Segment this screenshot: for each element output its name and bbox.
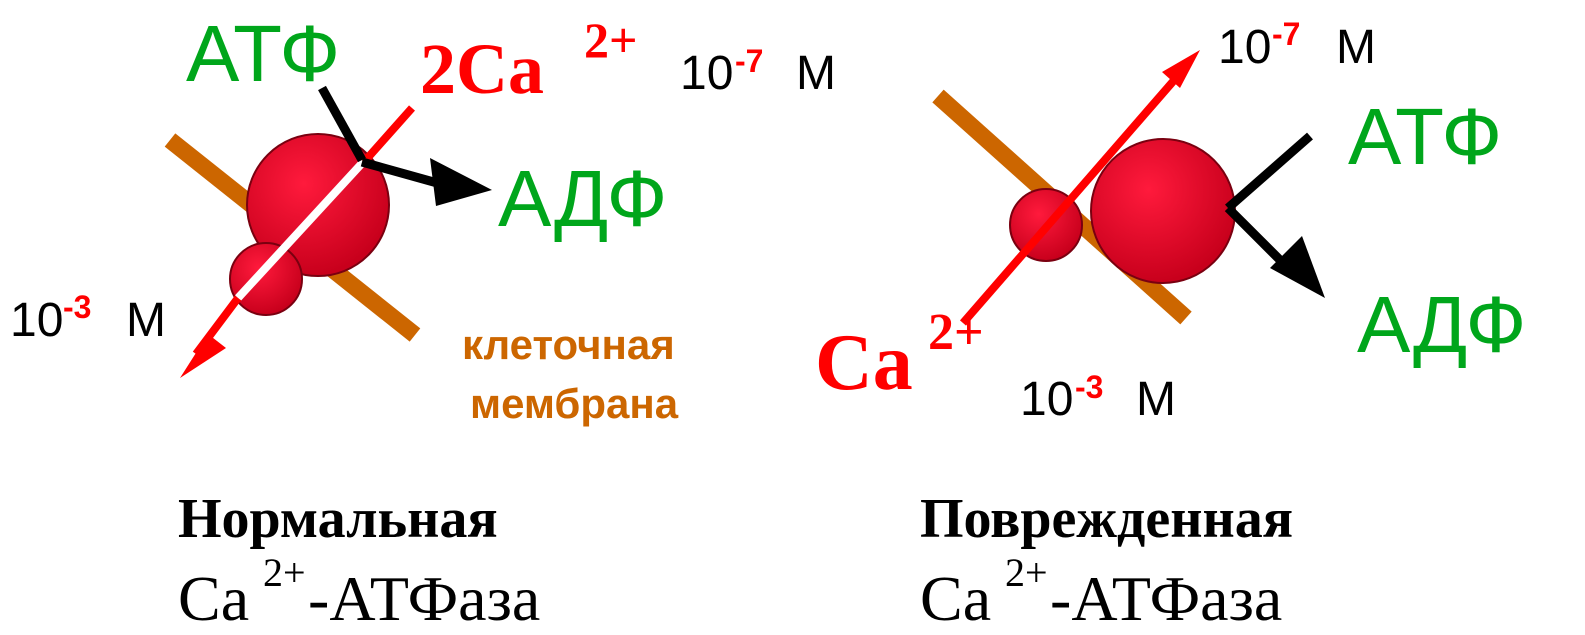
damaged-atp-arrow — [1225, 132, 1313, 212]
normal-ion-channel — [235, 157, 368, 301]
normal-pump-small-subunit — [229, 242, 303, 316]
damaged-outside-concentration: 10 -7 M — [1218, 3, 1376, 74]
damaged-calcium-arrowhead — [1162, 50, 1200, 88]
damaged-inside-concentration: 10 -3 M — [1020, 356, 1176, 426]
normal-adp-arrowhead — [430, 158, 492, 206]
normal-inside-concentration: 10 -3 M — [10, 276, 166, 347]
damaged-adp-arrowhead — [1270, 236, 1325, 298]
normal-pump-panel: АТФ АДФ 2Ca 2+ 10 -7 M 10 -3 M клеточная… — [10, 9, 836, 634]
normal-atp-label: АТФ — [186, 9, 340, 98]
damaged-calcium-arrow — [959, 67, 1187, 326]
damaged-caption-enzyme: Ca 2+ -АТФаза — [920, 550, 1282, 634]
damaged-adp-label: АДФ — [1357, 280, 1526, 369]
normal-calcium-label: 2Ca 2+ — [420, 12, 638, 109]
damaged-calcium-label: Ca 2+ — [815, 304, 984, 407]
normal-calcium-arrow-top — [361, 105, 415, 165]
normal-adp-label: АДФ — [498, 154, 667, 243]
normal-caption-enzyme: Ca 2+ -АТФаза — [178, 550, 540, 634]
damaged-pump-panel: АТФ АДФ Ca 2+ 10 -7 M 10 -3 M Поврежденн… — [815, 3, 1526, 634]
normal-atp-arrow — [318, 85, 366, 163]
normal-caption-title: Нормальная — [178, 488, 498, 550]
damaged-atp-label: АТФ — [1348, 92, 1502, 181]
damaged-pump-large-subunit — [1090, 138, 1236, 284]
normal-outside-concentration: 10 -7 M — [680, 30, 836, 100]
membrane-label: клеточная мембрана — [462, 321, 686, 427]
normal-calcium-arrowhead — [180, 334, 226, 378]
damaged-caption-title: Поврежденная — [920, 488, 1293, 550]
